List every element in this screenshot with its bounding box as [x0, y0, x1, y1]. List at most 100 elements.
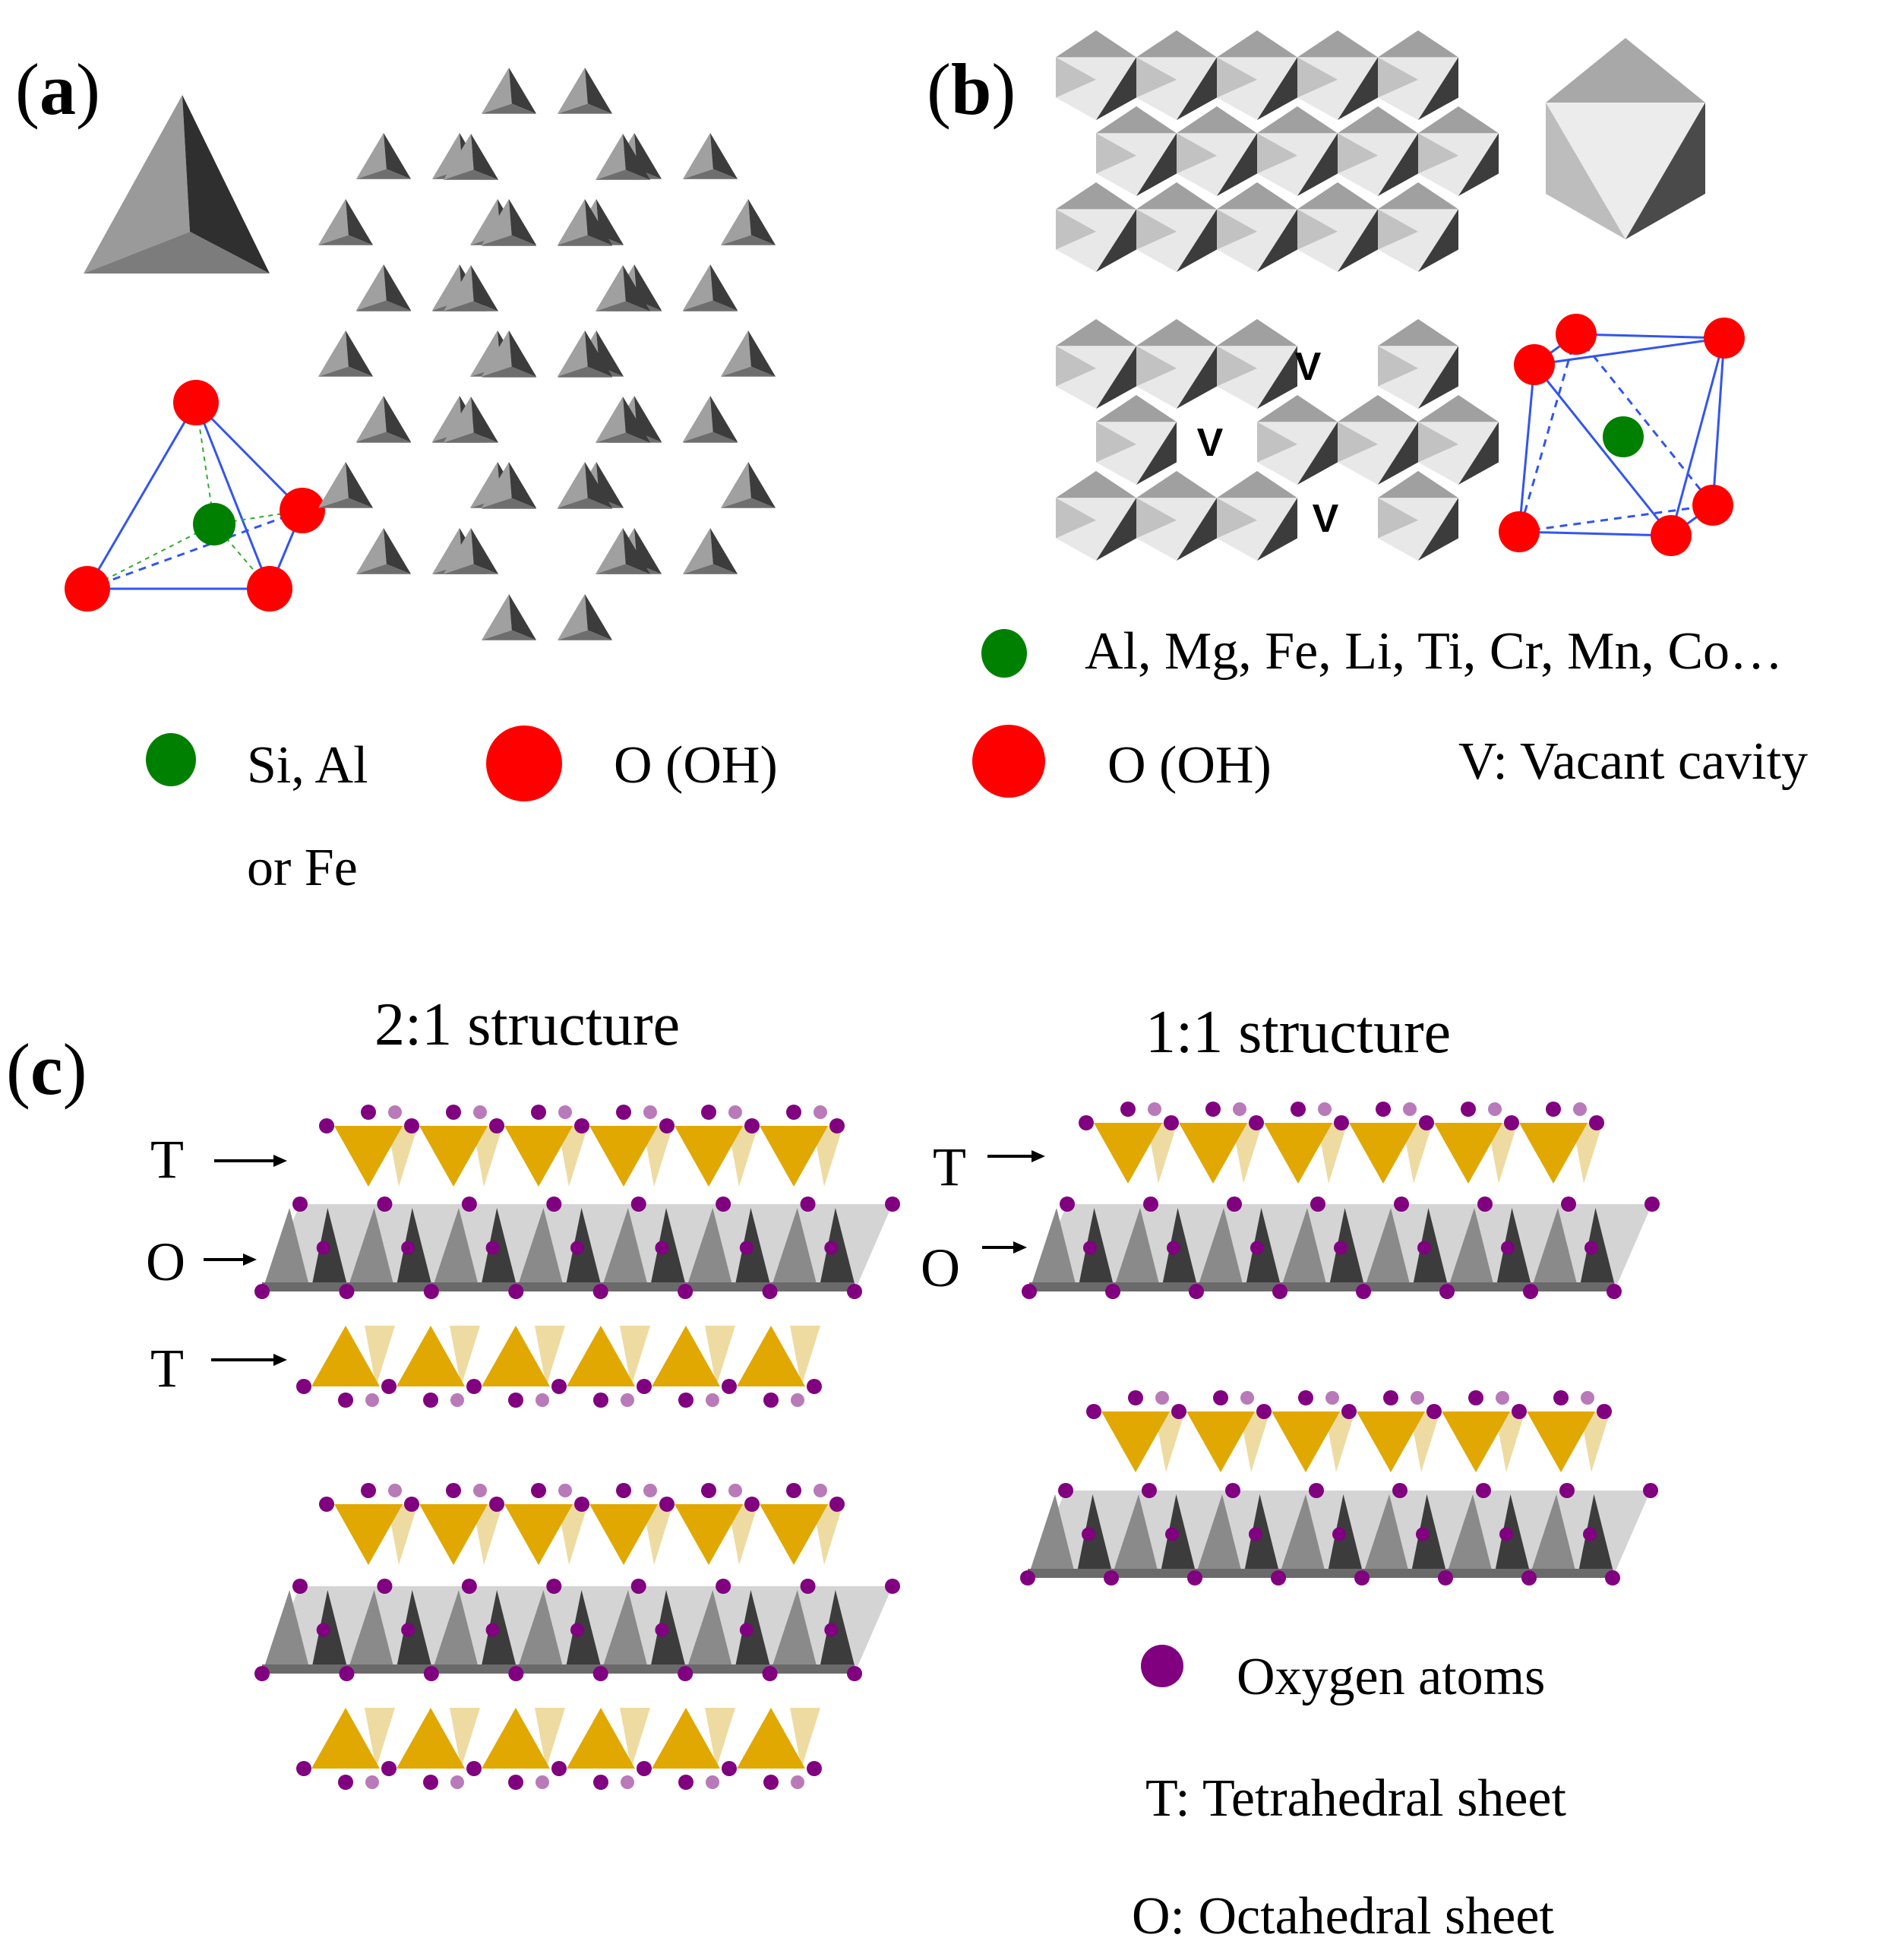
octahedral-sheet-full [1056, 30, 1499, 272]
tetrahedral-sheet-letter: T [150, 1129, 184, 1190]
small-tetrahedron [557, 68, 613, 114]
oxygen-atom [824, 1623, 839, 1637]
oxygen-atom [1334, 1115, 1349, 1130]
oxygen-atom [1309, 1483, 1324, 1498]
octahedron [1338, 395, 1418, 485]
tetrahedron-shape [760, 1504, 828, 1565]
tetrahedron-shape [311, 1326, 380, 1386]
octahedron-face [346, 1590, 396, 1674]
oxygen-atom [1416, 1527, 1430, 1541]
oxygen-atom [1643, 1483, 1658, 1498]
oxygen-atom [280, 488, 325, 533]
oxygen-atom [716, 1197, 731, 1212]
small-tetrahedron [481, 330, 537, 377]
oxygen-atom [339, 1284, 355, 1299]
oxygen-atom [1105, 1284, 1120, 1299]
oxygen-atom [1704, 318, 1745, 359]
oxygen-atom [489, 1497, 504, 1512]
oxygen-atom [292, 1197, 308, 1212]
oxygen-atom [800, 1197, 816, 1212]
oxygen-atom [1559, 1483, 1575, 1498]
oxygen-legend-dot [486, 726, 562, 801]
octahedron-face [1529, 1494, 1578, 1578]
oxygen-atom [1310, 1197, 1325, 1212]
oxygen-atom [1142, 1483, 1157, 1498]
oxygen-atom [508, 1284, 524, 1299]
oxygen-atom [716, 1579, 731, 1594]
oxygen-atom [722, 1761, 737, 1776]
oxygen-atom [1325, 1391, 1339, 1405]
oxygen-atom [1341, 1404, 1357, 1419]
small-tetrahedron [443, 528, 499, 574]
oxygen-atom [292, 1579, 308, 1594]
oxygen-atom [1583, 1527, 1597, 1541]
oxygen-legend-label: O (OH) [614, 736, 778, 795]
octahedron-face [431, 1590, 480, 1674]
tetrahedral-sheet [319, 1483, 845, 1565]
oxygen-atom [1227, 1197, 1242, 1212]
tetrahedron-shape [1264, 1123, 1332, 1184]
oxygen-atom [536, 1393, 549, 1407]
oxygen-atom [655, 1623, 669, 1637]
oxygen-atom [450, 1775, 464, 1789]
oxygen-atom [365, 1393, 379, 1407]
small-tetrahedron [443, 397, 499, 443]
oxygen-atom [1561, 1197, 1576, 1212]
oxygen-atom [1291, 1102, 1306, 1117]
octahedron [1338, 106, 1418, 196]
oxygen-atom [531, 1105, 546, 1120]
octahedron-face [1113, 1208, 1161, 1291]
octahedron [1217, 471, 1297, 561]
tetrahedron-shape [397, 1326, 465, 1386]
oxygen-atom [744, 1497, 760, 1512]
tetrahedral-sheet-letter: T [150, 1338, 184, 1399]
tetrahedron-shape [652, 1326, 720, 1386]
small-tetrahedron [682, 528, 738, 574]
oxygen-atom [1298, 1390, 1313, 1405]
oxygen-atom [1143, 1197, 1158, 1212]
oxygen-atom [621, 1393, 634, 1407]
oxygen-atom-legend-dot [1141, 1645, 1183, 1687]
small-tetrahedron [595, 134, 651, 180]
oxygen-atom [678, 1775, 693, 1790]
oxygen-atom [546, 1579, 562, 1594]
oxygen-atom [1438, 1570, 1453, 1585]
tetrahedron-shape [589, 1504, 658, 1565]
octahedral-sheet-letter: O [921, 1238, 960, 1298]
small-tetrahedron [720, 330, 776, 377]
octahedron-face [1362, 1494, 1411, 1578]
oxygen-atom [1155, 1391, 1169, 1405]
oxygen-atom [1256, 1404, 1272, 1419]
octahedron-face [600, 1208, 649, 1291]
oxygen-atom [536, 1775, 549, 1789]
oxygen-atom [1148, 1102, 1161, 1116]
small-tetrahedron [720, 199, 776, 245]
small-tetrahedron [481, 68, 537, 114]
oxygen-atom [65, 566, 110, 612]
oxygen-atom [1581, 1391, 1594, 1405]
octahedron [1297, 182, 1378, 272]
oxygen-atom [1504, 1115, 1519, 1130]
small-tetrahedron [595, 528, 651, 574]
oxygen-atom [404, 1497, 419, 1512]
oxygen-atom [814, 1484, 827, 1497]
tetrahedron-shape [482, 1326, 550, 1386]
panel-c-label: (c) [6, 1029, 87, 1110]
oxygen-atom [1187, 1570, 1202, 1585]
oxygen-atom [722, 1379, 737, 1394]
oxygen-atom [296, 1761, 311, 1776]
oxygen-atom [1334, 1241, 1347, 1255]
octahedron-face [516, 1208, 565, 1291]
oxygen-atom [616, 1105, 631, 1120]
structure-11-title: 1:1 structure [1145, 999, 1451, 1066]
tetrahedron-shape [1357, 1412, 1425, 1472]
cation-legend-label: Si, Al [247, 736, 368, 795]
oxygen-atom [338, 1393, 353, 1408]
oxygen-atom [1058, 1483, 1073, 1498]
oxygen-atom [829, 1497, 845, 1512]
small-tetrahedron [595, 397, 651, 443]
vacancy-marker: V [1313, 497, 1339, 541]
oxygen-atom [1392, 1483, 1408, 1498]
small-tetrahedron [355, 264, 412, 311]
tetrahedron-icon [84, 95, 270, 273]
